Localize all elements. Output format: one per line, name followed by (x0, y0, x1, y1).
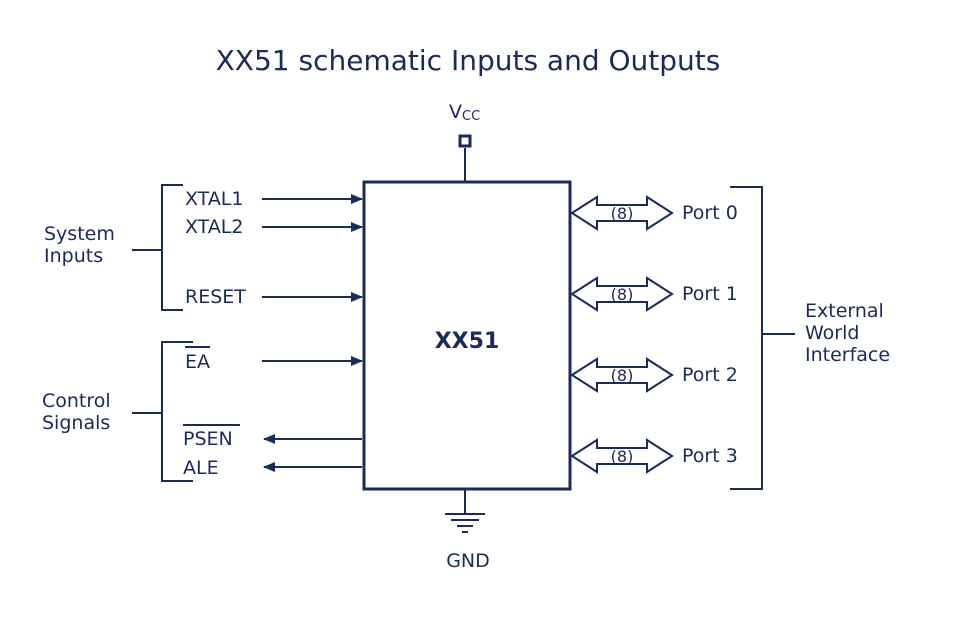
port-0-width: (8) (611, 204, 634, 223)
port-0: (8) Port 0 (570, 195, 738, 231)
external-world-label: External World Interface (805, 300, 890, 366)
port-0-label: Port 0 (682, 202, 738, 224)
port-1: (8) Port 1 (570, 276, 738, 312)
control-signals-label: Control Signals (42, 390, 117, 434)
psen-label: PSEN (183, 428, 233, 450)
port-2: (8) Port 2 (570, 357, 738, 393)
port-3-width: (8) (611, 447, 634, 466)
port-1-bus-arrow (570, 276, 674, 312)
port-1-label: Port 1 (682, 283, 738, 305)
ea-label: EA (185, 351, 210, 373)
system-inputs-label: System Inputs (44, 223, 121, 267)
port-3-bus-arrow (570, 438, 674, 474)
port-2-label: Port 2 (682, 364, 738, 386)
diagram-title: XX51 schematic Inputs and Outputs (216, 44, 721, 77)
port-3: (8) Port 3 (570, 438, 738, 474)
external-bracket (730, 186, 763, 490)
ale-label: ALE (183, 457, 219, 479)
port-0-bus-arrow (570, 195, 674, 231)
port-2-bus-arrow (570, 357, 674, 393)
vcc-label: VCC (449, 101, 480, 124)
port-1-width: (8) (611, 285, 634, 304)
vcc-terminal (458, 134, 472, 148)
reset-label: RESET (185, 286, 246, 308)
port-3-label: Port 3 (682, 445, 738, 467)
xtal2-label: XTAL2 (185, 216, 243, 238)
ground-symbol-icon (445, 513, 485, 533)
xtal1-label: XTAL1 (185, 188, 243, 210)
control-signals-bracket (161, 341, 193, 482)
system-inputs-bracket (161, 184, 183, 311)
chip-label: XX51 (435, 329, 500, 354)
port-2-width: (8) (611, 366, 634, 385)
gnd-label: GND (446, 550, 490, 572)
chip-body (362, 180, 572, 491)
